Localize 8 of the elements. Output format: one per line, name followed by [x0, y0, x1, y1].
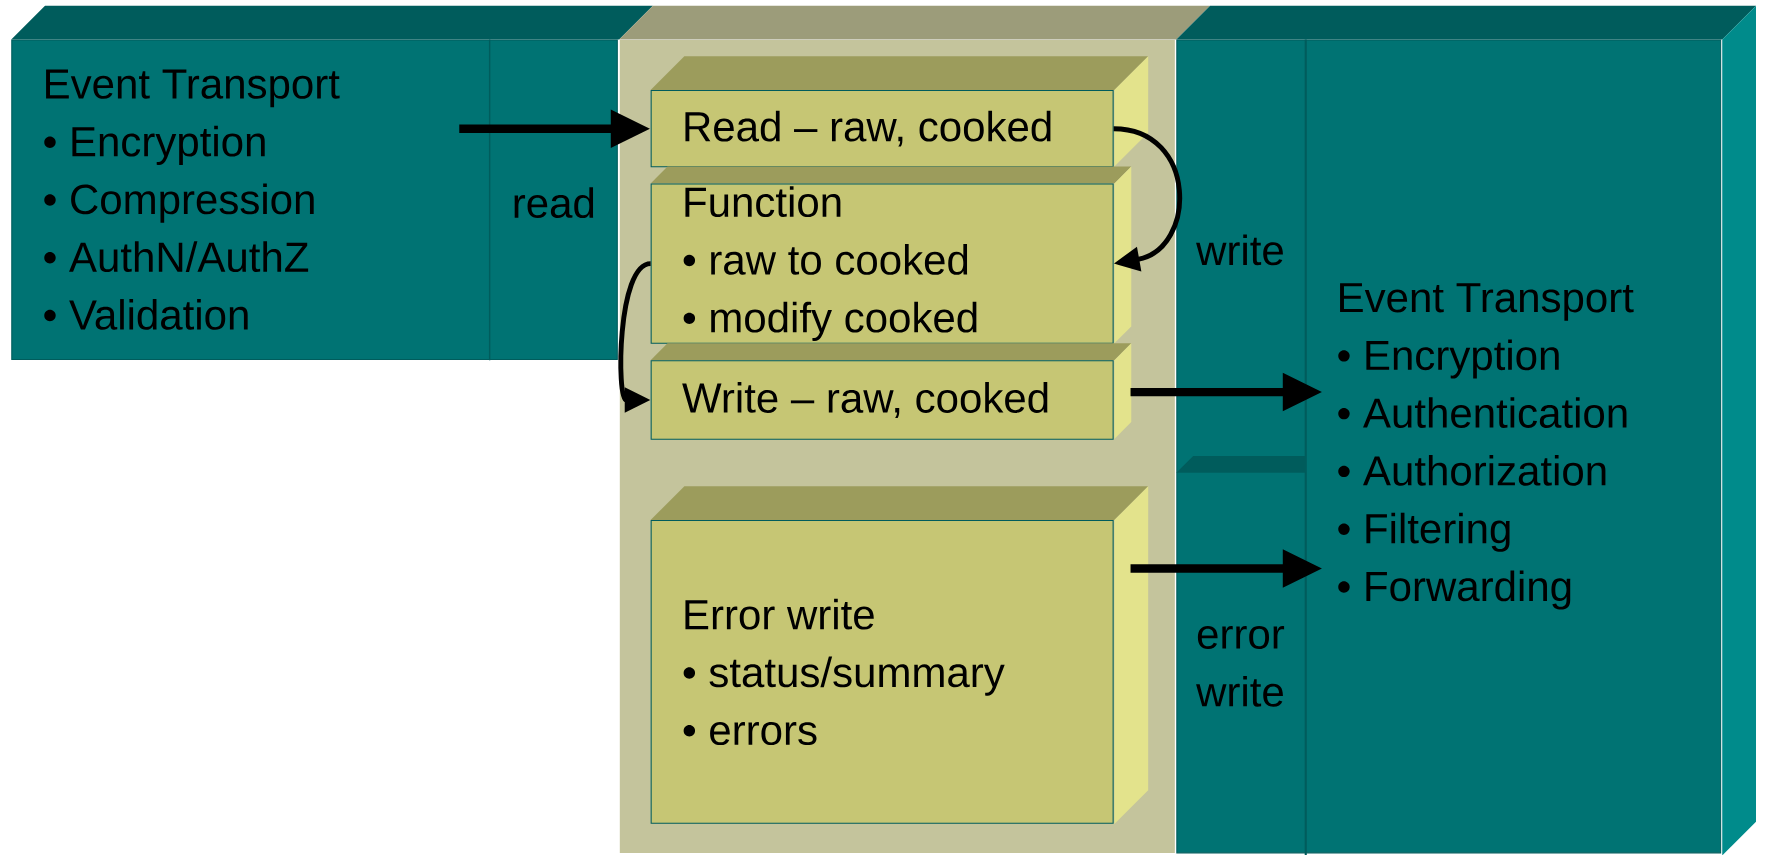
arrow	[1113, 126, 1182, 272]
band-label: error write	[1196, 625, 1285, 707]
band-label: read	[514, 186, 594, 218]
process-box: Error write • status/summary • errors	[650, 486, 1149, 824]
process-box: Function • raw to cooked • modify cooked	[650, 166, 1132, 344]
process-box: Read – raw, cooked	[650, 56, 1149, 168]
process-box: Write – raw, cooked	[650, 343, 1132, 440]
band-label: write	[1196, 234, 1283, 266]
